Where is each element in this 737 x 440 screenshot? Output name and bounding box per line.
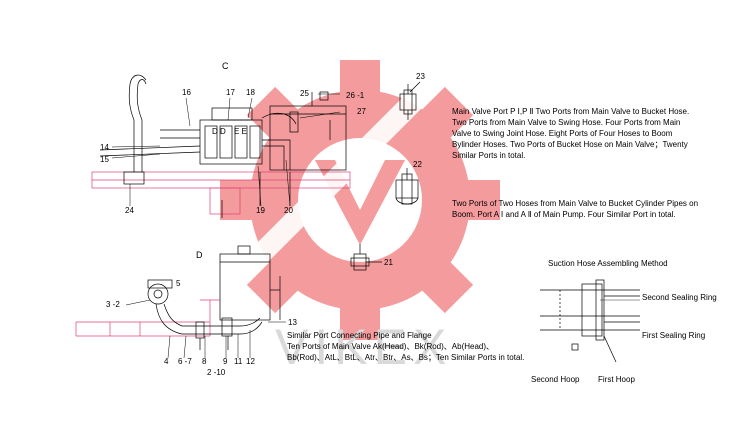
- callout-26-1: 26 -1: [346, 91, 365, 100]
- callout-5: 5: [176, 279, 181, 288]
- pipes-upper: [99, 74, 299, 218]
- callout-23: 23: [416, 72, 425, 81]
- hydraulic-tank-lower: [219, 245, 281, 321]
- label-first-sealing: First Sealing Ring: [642, 331, 706, 340]
- pump-and-pipes-lower: [147, 279, 263, 350]
- view-label-d: D: [196, 250, 203, 260]
- detail-22: [395, 168, 419, 205]
- main-valve-block: [199, 107, 263, 165]
- callout-9: 9: [223, 357, 228, 366]
- upper-frame: [91, 171, 351, 215]
- label-first-hoop: First Hoop: [598, 375, 635, 384]
- callout-3-2: 3 -2: [106, 300, 120, 309]
- callout-4: 4: [164, 357, 169, 366]
- callout-8: 8: [202, 357, 207, 366]
- note-similar-port: Similar Port Connecting Pipe and Flange: [287, 331, 432, 340]
- watermark-text: VIKEX: [275, 319, 453, 375]
- callout-6-7: 6 -7: [178, 357, 192, 366]
- callout-14: 14: [100, 143, 109, 152]
- callout-24: 24: [125, 206, 134, 215]
- callout-d-ports: D D: [212, 127, 226, 136]
- label-second-sealing-ring: Second Sealing Ring: [642, 293, 717, 302]
- hydraulic-tank-upper: [269, 105, 347, 171]
- leaders-lower: [125, 299, 286, 359]
- callout-2-10: 2 -10: [207, 368, 226, 377]
- callout-e-ports: E E: [234, 127, 247, 136]
- leaders-upper: [111, 93, 341, 207]
- suction-title: Suction Hose Assembling Method: [548, 259, 668, 268]
- detail-23: [399, 81, 421, 120]
- note-ten-ports: Ten Ports of Main Valve Ak(Head)、Bk(Rod)…: [287, 342, 525, 362]
- lower-frame: [75, 299, 220, 337]
- callout-16: 16: [182, 88, 191, 97]
- callout-17: 17: [226, 88, 235, 97]
- callout-27: 27: [357, 107, 366, 116]
- callout-19: 19: [256, 206, 265, 215]
- callout-13: 13: [288, 318, 297, 327]
- view-label-c: C: [222, 61, 229, 71]
- callout-15: 15: [100, 155, 109, 164]
- suction-hose-detail: [540, 279, 640, 363]
- label-second-hoop: Second Hoop: [531, 375, 580, 384]
- note-two-ports: Two Ports of Two Hoses from Main Valve t…: [452, 199, 699, 219]
- note-main-valve-ports: Main Valve Port P Ⅰ,P Ⅱ Two Ports from M…: [452, 107, 690, 160]
- callout-22: 22: [413, 160, 422, 169]
- callout-12: 12: [246, 357, 255, 366]
- callout-21: 21: [384, 258, 393, 267]
- callout-11: 11: [234, 357, 243, 366]
- callout-25: 25: [300, 89, 309, 98]
- detail-21: [350, 244, 382, 271]
- callout-20: 20: [284, 206, 293, 215]
- callout-18: 18: [246, 88, 255, 97]
